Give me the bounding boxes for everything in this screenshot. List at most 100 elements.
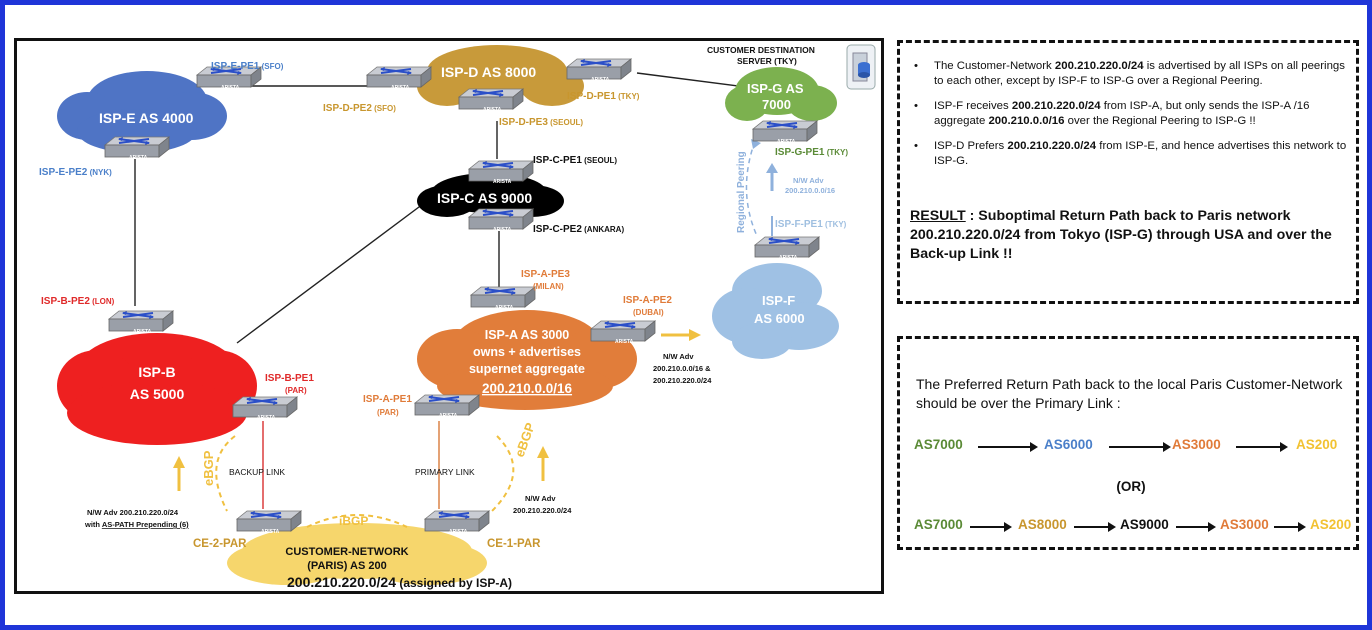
isp-a-pe3-label: ISP-A-PE3 xyxy=(521,269,570,280)
router-isp-g-pe1[interactable] xyxy=(752,120,818,142)
path2-as-3: AS9000 xyxy=(1120,517,1169,532)
isp-b-label-1: ISP-B xyxy=(138,364,175,380)
note-1: •The Customer-Network 200.210.220.0/24 i… xyxy=(914,60,1345,87)
preferred-path-intro: The Preferred Return Path back to the lo… xyxy=(916,376,1343,411)
regional-peering-label: Regional Peering xyxy=(736,151,747,233)
ce-2-par-label: CE-2-PAR xyxy=(193,538,247,550)
isp-a-label-1: ISP-A AS 3000 xyxy=(485,328,570,342)
notes-panel: •The Customer-Network 200.210.220.0/24 i… xyxy=(897,40,1359,304)
isp-f-label-2: AS 6000 xyxy=(754,311,805,326)
path2-arrow xyxy=(970,522,1012,532)
preferred-path-1: AS7000 AS6000 AS3000 AS200 xyxy=(914,437,1354,457)
isp-d-pe2-label: ISP-D-PE2 (SFO) xyxy=(323,103,396,114)
isp-a-pe2-loc: (DUBAI) xyxy=(633,308,664,317)
isp-e-pe1-label: ISP-E-PE1 (SFO) xyxy=(211,61,284,72)
router-isp-a-pe2[interactable] xyxy=(590,320,656,342)
note-2: •ISP-F receives 200.210.220.0/24 from IS… xyxy=(914,100,1310,127)
path1-as-2: AS6000 xyxy=(1044,437,1093,452)
ebgp-backup-label: eBGP xyxy=(201,450,216,486)
router-isp-e-pe2[interactable] xyxy=(104,136,170,158)
isp-g-pe1-label: ISP-G-PE1 (TKY) xyxy=(775,147,848,158)
gf-advert-l2: 200.210.0.0/16 xyxy=(785,186,835,195)
router-brand-label: ARISTA xyxy=(615,339,634,345)
router-isp-d-pe1[interactable] xyxy=(566,58,632,80)
isp-b-label-2: AS 5000 xyxy=(130,386,185,402)
customer-label-1: CUSTOMER-NETWORK xyxy=(285,546,408,558)
ce-1-par-label: CE-1-PAR xyxy=(487,538,541,550)
isp-c-label: ISP-C AS 9000 xyxy=(437,190,532,206)
link-ispc-ispb xyxy=(236,200,428,344)
af-advert-arrow-head xyxy=(689,329,701,341)
path1-arrow xyxy=(1109,442,1171,452)
router-isp-f-pe1[interactable] xyxy=(754,236,820,258)
path2-arrow xyxy=(1274,522,1306,532)
ebgp-primary-label: eBGP xyxy=(512,420,538,459)
result-text: RESULT : Suboptimal Return Path back to … xyxy=(910,208,1332,262)
router-isp-d-pe2[interactable] xyxy=(366,66,432,88)
cloud-isp-f xyxy=(712,263,839,359)
preferred-path-panel: The Preferred Return Path back to the lo… xyxy=(897,336,1359,550)
server-label-2: SERVER (TKY) xyxy=(737,56,797,66)
or-label: (OR) xyxy=(1116,479,1146,494)
gf-advert-l1: N/W Adv xyxy=(793,176,824,185)
isp-a-pe2-label: ISP-A-PE2 xyxy=(623,295,672,306)
isp-d-pe1-label: ISP-D-PE1 (TKY) xyxy=(567,91,640,102)
network-diagram-canvas: ARISTA ARISTA ARISTA ARISTA ARISTA ARIST… xyxy=(39,44,876,590)
router-isp-d-pe3[interactable] xyxy=(458,88,524,110)
isp-c-pe1-label: ISP-C-PE1 (SEOUL) xyxy=(533,155,617,166)
router-brand-label: ARISTA xyxy=(591,77,610,83)
isp-b-pe1-loc: (PAR) xyxy=(285,386,307,395)
router-ce-1-par[interactable] xyxy=(424,510,490,532)
isp-d-pe3-label: ISP-D-PE3 (SEOUL) xyxy=(499,117,583,128)
ce2-advert-arrow-head xyxy=(173,456,185,468)
path2-as-1: AS7000 xyxy=(914,517,963,532)
path2-arrow xyxy=(1176,522,1216,532)
notes-list: •The Customer-Network 200.210.220.0/24 i… xyxy=(912,59,1348,179)
router-brand-label: ARISTA xyxy=(449,529,468,535)
isp-g-label-1: ISP-G AS xyxy=(747,81,804,96)
cloud-isp-e xyxy=(57,71,227,153)
ce1-advert-l2: 200.210.220.0/24 xyxy=(513,506,572,515)
path1-as-1: AS7000 xyxy=(914,437,963,452)
links-group xyxy=(134,72,778,509)
isp-a-pe3-loc: (MILAN) xyxy=(533,282,564,291)
path2-as-2: AS8000 xyxy=(1018,517,1067,532)
router-brand-label: ARISTA xyxy=(439,413,458,419)
isp-a-label-2: owns + advertises xyxy=(473,345,581,359)
router-brand-label: ARISTA xyxy=(493,227,512,233)
customer-label-2: (PARIS) AS 200 xyxy=(307,560,386,572)
isp-b-pe2-label: ISP-B-PE2 (LON) xyxy=(41,296,115,307)
af-advert-l2: 200.210.0.0/16 & xyxy=(653,364,711,373)
isp-a-pe1-label: ISP-A-PE1 xyxy=(363,394,412,405)
router-isp-c-pe1[interactable] xyxy=(468,160,534,182)
customer-server-icon xyxy=(846,44,876,90)
router-brand-label: ARISTA xyxy=(779,255,798,261)
isp-a-label-3: supernet aggregate xyxy=(469,362,585,376)
router-isp-c-pe2[interactable] xyxy=(468,208,534,230)
ce1-advert-arrow-head xyxy=(537,446,549,458)
isp-d-label: ISP-D AS 8000 xyxy=(441,64,536,80)
router-brand-label: ARISTA xyxy=(391,85,410,91)
note-3: •ISP-D Prefers 200.210.220.0/24 from ISP… xyxy=(914,140,1347,167)
router-isp-b-pe2[interactable] xyxy=(108,310,174,332)
router-brand-label: ARISTA xyxy=(483,107,502,113)
router-isp-a-pe3[interactable] xyxy=(470,286,536,308)
path1-arrow xyxy=(1236,442,1288,452)
router-isp-a-pe1[interactable] xyxy=(414,394,480,416)
router-brand-label: ARISTA xyxy=(261,529,280,535)
preferred-path-2: AS7000 AS8000 AS9000 AS3000 AS200 xyxy=(914,517,1354,537)
af-advert-l3: 200.210.220.0/24 xyxy=(653,376,712,385)
customer-prefix-label: 200.210.220.0/24 (assigned by ISP-A) xyxy=(287,574,512,590)
router-isp-b-pe1[interactable] xyxy=(232,396,298,418)
router-ce-2-par[interactable] xyxy=(236,510,302,532)
ngf-advert-arrow-head xyxy=(766,163,778,173)
regional-peering-dashed-curve xyxy=(745,140,758,237)
cloud-isp-g xyxy=(725,67,837,121)
isp-g-label-2: 7000 xyxy=(762,97,791,112)
server-label-1: CUSTOMER DESTINATION xyxy=(707,45,815,55)
isp-c-pe2-label: ISP-C-PE2 (ANKARA) xyxy=(533,224,624,235)
router-brand-label: ARISTA xyxy=(221,85,240,91)
isp-a-pe1-loc: (PAR) xyxy=(377,408,399,417)
router-brand-label: ARISTA xyxy=(493,179,512,185)
